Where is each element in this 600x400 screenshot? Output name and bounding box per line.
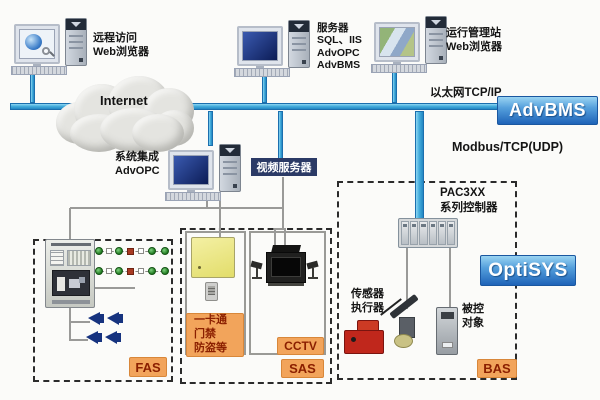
- monitor-icon: [168, 150, 214, 190]
- camera-icon: [248, 260, 268, 282]
- monitor-icon: [237, 26, 283, 66]
- integration-screen-icon: [173, 155, 209, 185]
- sensor-device-icon: [344, 320, 386, 356]
- keyboard-icon: [371, 64, 427, 73]
- alarm-module-icon: [127, 268, 134, 275]
- internet-label: Internet: [100, 93, 148, 108]
- access-control-label: 一卡通 门禁 防盗等: [186, 313, 244, 357]
- access-control-panel-icon: [191, 237, 235, 278]
- wire-horn-row1: [70, 321, 90, 323]
- wire-plc-right: [449, 247, 451, 308]
- wire-to-cctv-1: [274, 228, 276, 250]
- keyboard-icon: [234, 68, 290, 77]
- wire-plc-left: [406, 247, 408, 309]
- keyboard-icon: [165, 192, 221, 201]
- drop-video-server: [278, 111, 283, 160]
- drop-integration-pc: [208, 111, 213, 146]
- globe-browser-screen-icon: [19, 29, 55, 59]
- remote-access-pc-icon: [11, 18, 88, 76]
- controlled-object-label: 被控对象: [462, 303, 484, 330]
- camera-icon: [304, 260, 324, 282]
- smoke-detector-icon: [115, 247, 123, 255]
- sas-badge: SAS: [281, 359, 324, 378]
- controlled-object-device-icon: [436, 307, 458, 355]
- smoke-detector-icon: [115, 267, 123, 275]
- smoke-detector-icon: [161, 247, 169, 255]
- pac3xx-plc-icon: [398, 218, 458, 248]
- wire-horn-row2: [70, 339, 88, 341]
- fas-badge: FAS: [129, 357, 167, 377]
- smoke-detector-icon: [148, 247, 156, 255]
- internet-cloud: Internet: [56, 76, 196, 154]
- card-reader-icon: [205, 282, 218, 301]
- sas-zone-box: [180, 228, 332, 384]
- monitor-icon: [374, 22, 420, 62]
- alarm-horn-icon: [107, 312, 124, 325]
- loop-module-icon: [106, 248, 112, 254]
- loop-module-icon: [138, 248, 144, 254]
- cctv-monitor-icon: [266, 252, 306, 283]
- optisys-badge: OptiSYS: [480, 255, 576, 286]
- video-server-badge: 视频服务器: [251, 158, 317, 176]
- wire-panel-down: [69, 308, 71, 341]
- drop-mgmt-pc: [392, 70, 397, 103]
- monitor-icon: [14, 24, 60, 64]
- loop-module-icon: [138, 268, 144, 274]
- scada-screen-icon: [379, 27, 415, 57]
- actuator-valve-icon: [394, 334, 413, 348]
- smoke-detector-icon: [95, 267, 103, 275]
- fas-zone-box: [33, 239, 173, 382]
- wire-panel-stub: [95, 287, 135, 289]
- smoke-detector-icon: [161, 267, 169, 275]
- smoke-detector-icon: [148, 267, 156, 275]
- mgmt-station-pc-icon: [371, 16, 448, 74]
- tower-icon: [425, 16, 447, 64]
- server-pc-icon: [234, 20, 311, 78]
- cctv-badge: CCTV: [277, 337, 324, 355]
- cctv-monitor-base-icon: [268, 283, 304, 286]
- tower-icon: [288, 20, 310, 68]
- keyboard-icon: [11, 66, 67, 75]
- integration-pc-icon: [165, 144, 242, 202]
- alarm-horn-icon: [88, 312, 105, 325]
- wire-horizontal-field: [70, 207, 284, 209]
- fire-alarm-panel-icon: [45, 239, 95, 308]
- loop-module-icon: [106, 268, 112, 274]
- wire-video-split: [274, 228, 286, 230]
- wire-video-drop: [282, 177, 284, 229]
- ethernet-label: 以太网TCP/IP: [430, 87, 502, 99]
- bas-badge: BAS: [477, 359, 517, 378]
- alarm-horn-icon: [105, 331, 122, 344]
- tower-icon: [219, 144, 241, 192]
- wire-to-fas: [69, 208, 71, 240]
- wire-to-access-panel: [219, 193, 221, 238]
- alarm-module-icon: [127, 248, 134, 255]
- drop-modbus-to-plc: [415, 111, 424, 221]
- sensor-actuator-label: 传感器执行器: [351, 288, 384, 315]
- modbus-label: Modbus/TCP(UDP): [452, 140, 564, 154]
- server-screen-icon: [242, 31, 278, 61]
- alarm-horn-icon: [86, 331, 103, 344]
- wire-to-cctv-2: [284, 228, 286, 250]
- advbms-badge: AdvBMS: [497, 96, 598, 125]
- smoke-detector-icon: [95, 247, 103, 255]
- tower-icon: [65, 18, 87, 66]
